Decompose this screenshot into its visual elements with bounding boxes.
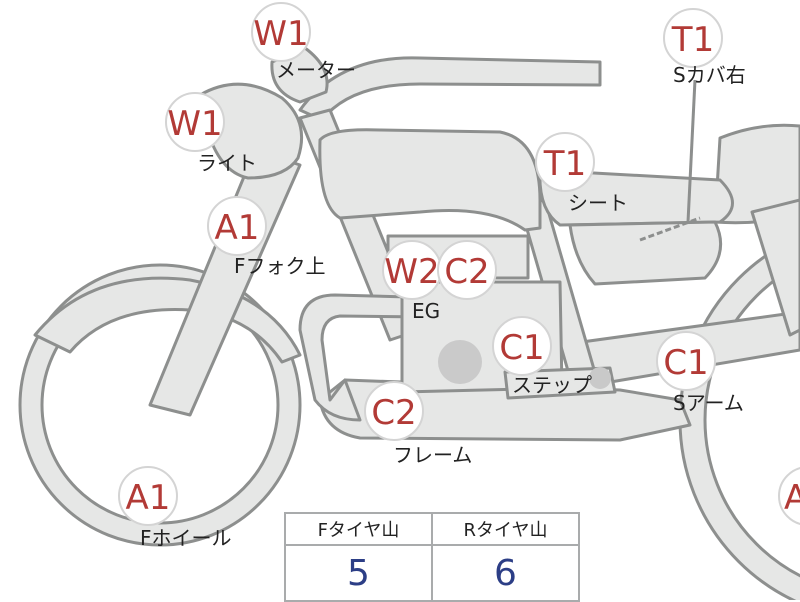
badge-meter-text: W1 (253, 14, 308, 54)
label-engine: EG (412, 299, 440, 323)
label-fork-upper: Fフォク上 (234, 254, 326, 278)
badge-seat-text: T1 (543, 144, 586, 184)
label-front-wheel: Fホイール (140, 526, 232, 550)
badge-engine-w: W2 (382, 240, 442, 300)
badge-engine-w-text: W2 (384, 252, 439, 292)
tire-tread-value-row: 5 6 (284, 544, 580, 602)
badge-side-cover-right-text: T1 (671, 20, 714, 60)
headlight-part (198, 82, 304, 180)
tire-tread-header-row: Fタイヤ山 Rタイヤ山 (284, 512, 580, 546)
rear-tire-header: Rタイヤ山 (431, 512, 580, 546)
tire-tread-table: Fタイヤ山 Rタイヤ山 5 6 (284, 512, 580, 602)
label-swing-arm: Sアーム (673, 391, 744, 415)
badge-rear-wheel: A1 (778, 467, 800, 525)
shock-part (750, 198, 800, 337)
badge-swing-arm-text: C1 (663, 343, 708, 383)
label-light: ライト (197, 151, 257, 175)
rear-body-part (713, 123, 800, 225)
step-part (503, 366, 617, 400)
seat-part (538, 168, 734, 227)
rear-tire-value: 6 (431, 544, 580, 602)
label-frame: フレーム (393, 443, 472, 467)
badge-fork-upper: A1 (207, 196, 267, 256)
side-cover-part (568, 220, 723, 286)
badge-step-text: C1 (499, 328, 544, 368)
label-side-cover-right: Sカバ右 (673, 63, 746, 87)
badge-frame-text: C2 (371, 393, 416, 433)
label-meter: メーター (276, 58, 356, 82)
badge-engine-c-text: C2 (444, 252, 489, 292)
badge-step: C1 (492, 316, 552, 376)
badge-meter: W1 (251, 2, 311, 62)
badge-side-cover-right: T1 (663, 8, 723, 68)
badge-frame: C2 (364, 381, 424, 441)
badge-engine-c: C2 (437, 240, 497, 300)
front-tire-header: Fタイヤ山 (284, 512, 433, 546)
front-tire-value: 5 (284, 544, 433, 602)
badge-fork-upper-text: A1 (215, 208, 260, 248)
badge-seat: T1 (535, 132, 595, 192)
badge-rear-wheel-text: A1 (784, 478, 800, 518)
badge-front-wheel: A1 (118, 466, 178, 526)
label-seat: シート (568, 191, 628, 215)
badge-light: W1 (165, 92, 225, 152)
label-step: ステップ (512, 373, 592, 397)
badge-swing-arm: C1 (656, 331, 716, 391)
badge-light-text: W1 (167, 104, 222, 144)
fuel-tank-part (318, 128, 542, 232)
badge-front-wheel-text: A1 (126, 478, 171, 518)
